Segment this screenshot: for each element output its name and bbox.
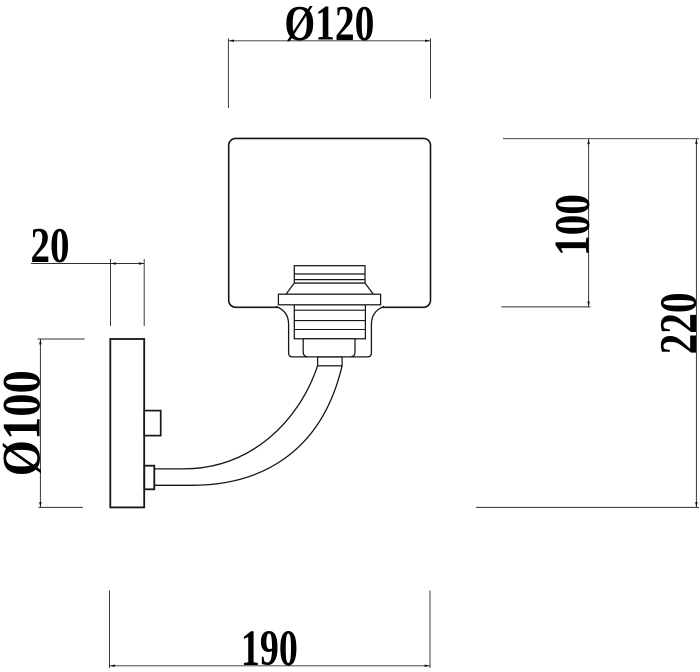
svg-text:Ø120: Ø120: [284, 0, 374, 51]
svg-text:20: 20: [31, 217, 70, 273]
svg-text:Ø100: Ø100: [0, 370, 52, 476]
svg-text:220: 220: [650, 292, 700, 354]
svg-text:100: 100: [543, 194, 599, 256]
svg-text:190: 190: [241, 621, 298, 672]
